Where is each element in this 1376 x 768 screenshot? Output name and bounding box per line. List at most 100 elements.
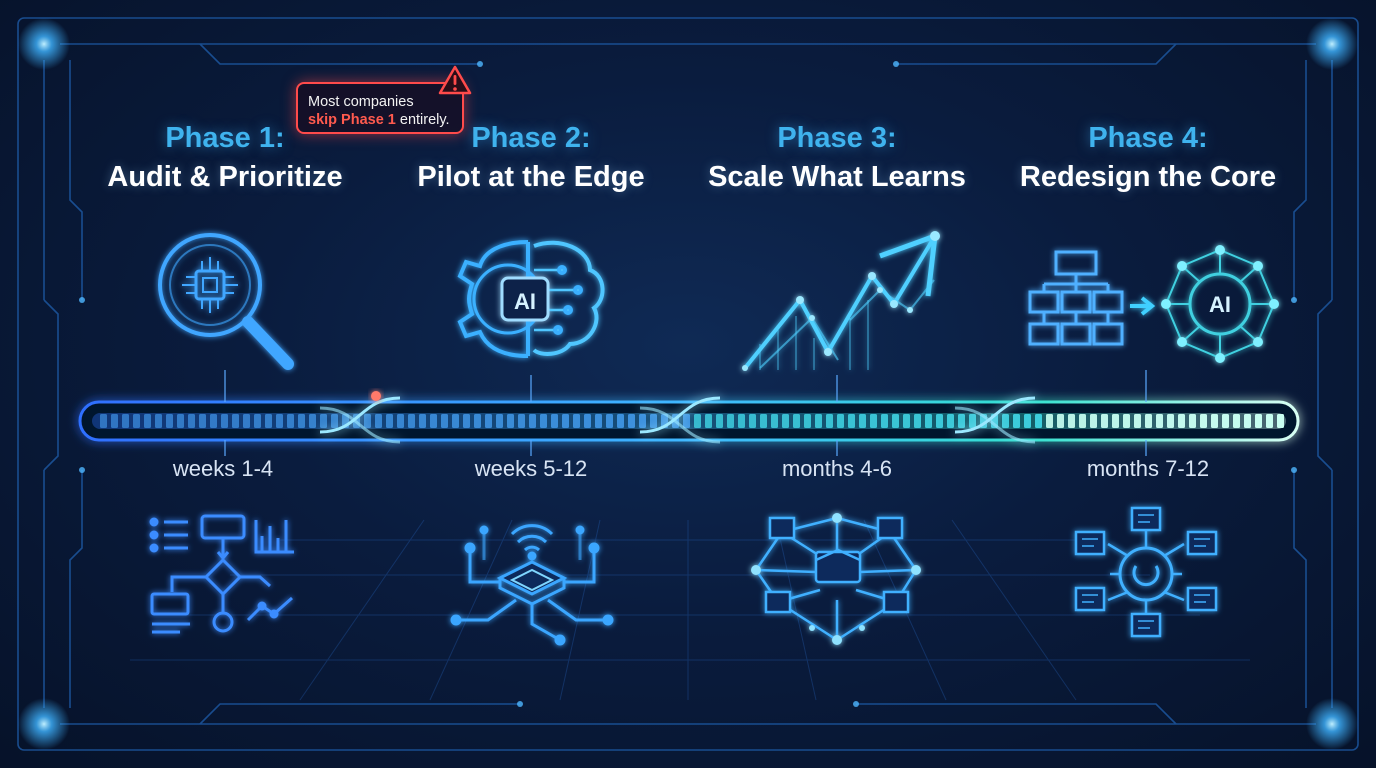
track-segment	[1167, 414, 1174, 428]
track-segment	[1277, 414, 1284, 428]
track-segment	[1134, 414, 1141, 428]
track-segment	[1255, 414, 1262, 428]
track-segment	[1079, 414, 1086, 428]
phase-1-name: Audit & Prioritize	[107, 161, 343, 193]
track-segment	[1123, 414, 1130, 428]
track-segment	[364, 414, 371, 428]
track-segment	[716, 414, 723, 428]
phase-1-number: Phase 1:	[165, 122, 285, 154]
phase-3-name: Scale What Learns	[708, 161, 966, 193]
track-segment	[727, 414, 734, 428]
hub-documents-icon	[1074, 506, 1218, 638]
phase-2-period: weeks 5-12	[474, 456, 588, 481]
track-segment	[628, 414, 635, 428]
track-segment	[870, 414, 877, 428]
phase-4-number: Phase 4:	[1088, 122, 1208, 154]
track-segment	[320, 414, 327, 428]
magnifier-chip-icon	[158, 233, 294, 370]
track-segment	[1211, 414, 1218, 428]
track-segment	[243, 414, 250, 428]
track-segment	[1222, 414, 1229, 428]
track-segment	[617, 414, 624, 428]
track-segment	[309, 414, 316, 428]
track-segment	[419, 414, 426, 428]
track-segment	[1002, 414, 1009, 428]
phase-3-period: months 4-6	[781, 456, 893, 481]
flowchart-analytics-icon	[149, 514, 294, 634]
track-segment	[111, 414, 118, 428]
track-segment	[958, 414, 965, 428]
track-segment	[474, 414, 481, 428]
track-segment	[793, 414, 800, 428]
track-segment	[221, 414, 228, 428]
track-segment	[936, 414, 943, 428]
phase-1-period: weeks 1-4	[172, 456, 274, 481]
track-segment	[837, 414, 844, 428]
track-segment	[562, 414, 569, 428]
phase-2-heading: Phase 2: Pilot at the Edge	[366, 118, 696, 196]
track-segment	[639, 414, 646, 428]
track-segment	[177, 414, 184, 428]
org-chart-to-ai-network-icon	[1028, 245, 1279, 363]
track-segment	[1189, 414, 1196, 428]
track-segment	[1024, 414, 1031, 428]
track-segment	[606, 414, 613, 428]
track-segment	[1145, 414, 1152, 428]
track-segment	[584, 414, 591, 428]
phase-4-name: Redesign the Core	[1019, 161, 1277, 193]
track-segment	[386, 414, 393, 428]
track-segment	[144, 414, 151, 428]
track-segment	[1068, 414, 1075, 428]
track-segment	[760, 414, 767, 428]
track-segment	[507, 414, 514, 428]
track-segment	[210, 414, 217, 428]
track-segment	[408, 414, 415, 428]
track-segment	[1035, 414, 1042, 428]
track-segment	[529, 414, 536, 428]
callout-line-1: Most companies	[308, 94, 414, 110]
track-segment	[100, 414, 107, 428]
phase-3-number: Phase 3:	[777, 122, 897, 154]
track-segment	[1244, 414, 1251, 428]
track-segment	[947, 414, 954, 428]
ai-chip-label: AI	[514, 289, 536, 314]
track-segment	[188, 414, 195, 428]
track-segment	[1057, 414, 1064, 428]
ai-network-label: AI	[1209, 292, 1231, 317]
track-segment	[232, 414, 239, 428]
track-segment	[683, 414, 690, 428]
track-segment	[859, 414, 866, 428]
track-segment	[133, 414, 140, 428]
gear-brain-ai-icon	[457, 240, 605, 358]
track-segment	[969, 414, 976, 428]
track-segment	[276, 414, 283, 428]
track-segment	[452, 414, 459, 428]
track-segment	[1178, 414, 1185, 428]
phase-1-heading: Phase 1: Audit & Prioritize	[60, 118, 390, 196]
track-segment	[397, 414, 404, 428]
track-segment	[375, 414, 382, 428]
track-segment	[573, 414, 580, 428]
track-segment	[265, 414, 272, 428]
track-segment	[166, 414, 173, 428]
track-segment	[892, 414, 899, 428]
phase-2-name: Pilot at the Edge	[417, 161, 645, 193]
track-segment	[650, 414, 657, 428]
track-segment	[848, 414, 855, 428]
callout-pointer	[371, 134, 381, 401]
track-segment	[1101, 414, 1108, 428]
track-segment	[540, 414, 547, 428]
callout-rest: entirely.	[395, 112, 450, 128]
track-segment	[331, 414, 338, 428]
warning-triangle-icon	[438, 65, 472, 95]
track-segment	[914, 414, 921, 428]
phase-2-number: Phase 2:	[471, 122, 591, 154]
edge-device-wifi-icon	[450, 524, 614, 646]
track-segment	[518, 414, 525, 428]
track-segment	[881, 414, 888, 428]
track-segment	[122, 414, 129, 428]
track-segment	[1233, 414, 1240, 428]
